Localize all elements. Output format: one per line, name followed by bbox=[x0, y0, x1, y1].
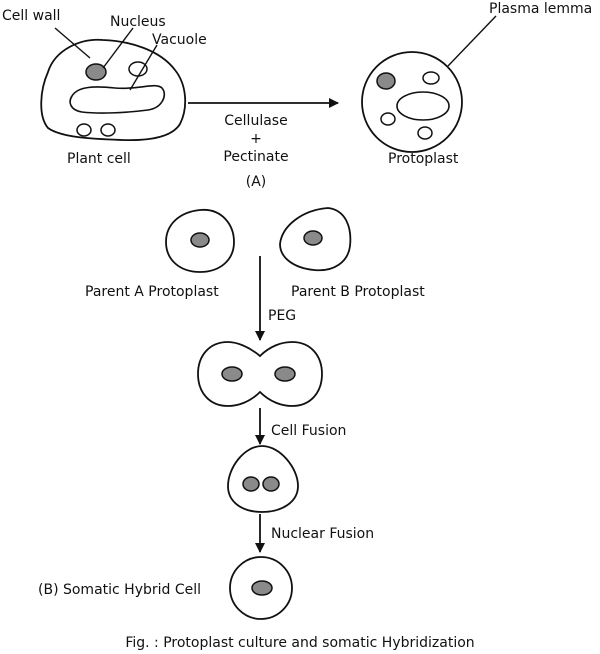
cell-wall-outline bbox=[40, 38, 186, 142]
cellulase-label: Cellulase bbox=[224, 113, 287, 129]
parent-b-protoplast bbox=[279, 207, 352, 272]
nucleus bbox=[376, 72, 396, 90]
plasma-lemma-label: Plasma lemma bbox=[489, 1, 592, 17]
heterokaryon bbox=[227, 445, 299, 513]
small-vesicle bbox=[417, 126, 433, 140]
parent-a-label: Parent A Protoplast bbox=[85, 284, 219, 300]
plant-cell bbox=[40, 38, 186, 142]
nucleus bbox=[262, 476, 280, 492]
nucleus bbox=[303, 230, 323, 246]
vacuole bbox=[69, 84, 166, 114]
small-vesicle bbox=[76, 123, 92, 137]
figure-caption: Fig. : Protoplast culture and somatic Hy… bbox=[125, 635, 474, 651]
plant-cell-label: Plant cell bbox=[67, 151, 131, 167]
nucleus bbox=[274, 366, 296, 382]
nucleus-label: Nucleus bbox=[110, 14, 166, 30]
somatic-hybrid-label: (B) Somatic Hybrid Cell bbox=[38, 582, 201, 598]
cell-wall-leader bbox=[54, 27, 91, 59]
parent-a-protoplast bbox=[165, 209, 235, 273]
cell-fusion-label: Cell Fusion bbox=[271, 423, 346, 439]
protoplast bbox=[361, 51, 463, 153]
fusing-protoplasts bbox=[197, 341, 323, 407]
nucleus bbox=[242, 476, 260, 492]
nucleus bbox=[190, 232, 210, 248]
small-vesicle bbox=[100, 123, 116, 137]
part-a-label: (A) bbox=[246, 174, 267, 190]
protoplast-label: Protoplast bbox=[388, 151, 459, 167]
vacuole-label: Vacuole bbox=[152, 32, 207, 48]
heterokaryon-membrane bbox=[227, 445, 299, 513]
peg-label: PEG bbox=[268, 308, 296, 324]
small-vesicle bbox=[422, 71, 440, 85]
nucleus bbox=[85, 63, 107, 81]
cell-wall-label: Cell wall bbox=[2, 8, 60, 24]
small-vesicle bbox=[128, 61, 148, 77]
plasma-lemma-leader bbox=[447, 15, 497, 67]
somatic-hybrid-cell bbox=[229, 556, 293, 620]
plus-label: + bbox=[250, 131, 262, 147]
nucleus bbox=[251, 580, 273, 596]
pectinate-label: Pectinate bbox=[223, 149, 288, 165]
vacuole-leader bbox=[129, 44, 158, 91]
nuclear-fusion-label: Nuclear Fusion bbox=[271, 526, 374, 542]
small-vesicle bbox=[380, 112, 396, 126]
nucleus bbox=[221, 366, 243, 382]
fusing-membrane bbox=[197, 341, 323, 407]
parent-b-label: Parent B Protoplast bbox=[291, 284, 425, 300]
vacuole bbox=[396, 91, 450, 121]
nucleus-leader bbox=[102, 27, 134, 69]
